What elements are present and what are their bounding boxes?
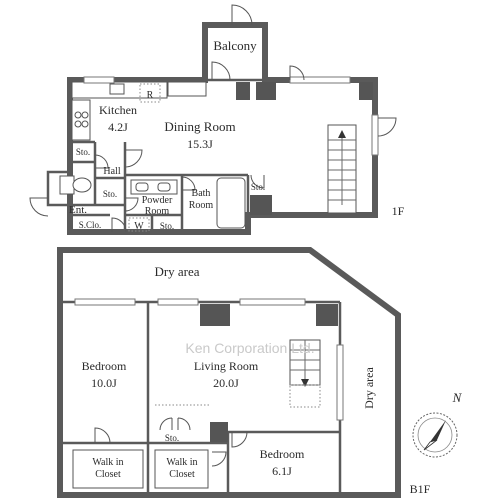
stove-burner [74,111,82,119]
bedroom-2-label: Bedroom [260,447,305,461]
bedroom-2-size: 6.1J [272,464,292,478]
floor-b1f: Dry area Bedroom 10.0J Living Room 20.0J… [57,247,431,498]
window [239,298,306,306]
door-swing-icon [211,451,227,467]
watermark: Ken Corporation Ltd. [185,340,314,356]
door-swing-icon [111,217,127,233]
column [250,195,272,215]
staircase-icon [327,124,357,214]
column [316,304,338,326]
living-size: 20.0J [213,376,239,390]
dry-area-right-label: Dry area [362,367,376,409]
dining-label: Dining Room [164,119,235,134]
living-label: Living Room [194,359,259,373]
floor-1f-level: 1F [392,204,405,218]
powder-label-1: Powder [142,195,173,206]
kitchen-size: 4.2J [108,120,128,134]
entrance-label: Ent. [69,204,87,216]
walkin-closet-2-box [154,449,209,489]
door-swing-icon [231,4,253,26]
bathtub [216,177,246,229]
floor-1f: R [29,4,405,235]
door-swing-icon [377,117,397,137]
bath-label-2: Room [189,200,214,211]
b1f-storage-label: Sto. [165,433,179,443]
compass-north-label: N [452,390,463,405]
dining-cabinet [167,81,207,97]
column [200,304,230,326]
door-swing-icon [231,431,248,448]
storage-a-label: Sto. [76,147,90,157]
kitchen-sink [109,83,125,95]
door-swing-icon [159,417,173,431]
door-swing-icon [181,176,196,191]
walkin-1-label-1: Walk in [92,457,123,468]
door-swing-icon [124,197,139,212]
stove-burner [81,120,89,128]
door-swing-icon [94,154,109,169]
outer-wall-b1f [57,247,401,498]
door-swing-icon [124,149,143,168]
shoe-closet-label: S.Clo. [79,220,102,230]
sink-basin [157,182,171,192]
north-arrow-icon: N [412,390,463,458]
window [74,298,136,306]
window [371,114,379,156]
hall-label: Hall [103,166,120,177]
door-swing-icon [177,417,191,431]
window [336,344,344,421]
column [236,82,250,100]
column [359,82,373,100]
powder-label-2: Room [145,206,170,217]
column [256,82,276,100]
door-swing-icon [29,197,49,217]
walkin-1-label-2: Closet [95,469,121,480]
sink-basin [135,182,149,192]
walkin-2-label-1: Walk in [166,457,197,468]
storage-d-label: Sto. [251,182,265,192]
toilet-tank [59,175,75,195]
door-swing-icon [289,65,305,81]
walkin-2-label-2: Closet [169,469,195,480]
dining-size: 15.3J [187,137,213,151]
window [83,76,115,84]
door-swing-icon [94,427,111,444]
refrigerator-label: R [147,90,154,101]
dry-area-top-label: Dry area [154,264,199,279]
floor-b1f-level: B1F [410,482,431,496]
bedroom-1-size: 10.0J [91,376,117,390]
storage-b-label: Sto. [103,189,117,199]
storage-c-label: Sto. [160,221,174,231]
stove-burner [74,120,82,128]
kitchen-label: Kitchen [99,103,137,117]
toilet-bowl [72,177,92,193]
balcony-label: Balcony [213,38,257,53]
window [157,298,199,306]
washer-label: W [134,221,144,232]
staircase-icon [289,339,321,408]
kitchen-side-counter [71,99,91,141]
outer-wall-1f [67,22,378,235]
walkin-closet-1-box [72,449,144,489]
entry-bump [46,170,70,207]
door-swing-icon [250,174,265,189]
bath-label-1: Bath [192,188,211,199]
stove-burner [81,111,89,119]
column [210,422,228,442]
refrigerator-space [139,83,161,103]
washer-space [128,217,150,232]
door-swing-icon [211,61,231,81]
window [289,76,351,84]
bedroom-1-label: Bedroom [82,359,127,373]
